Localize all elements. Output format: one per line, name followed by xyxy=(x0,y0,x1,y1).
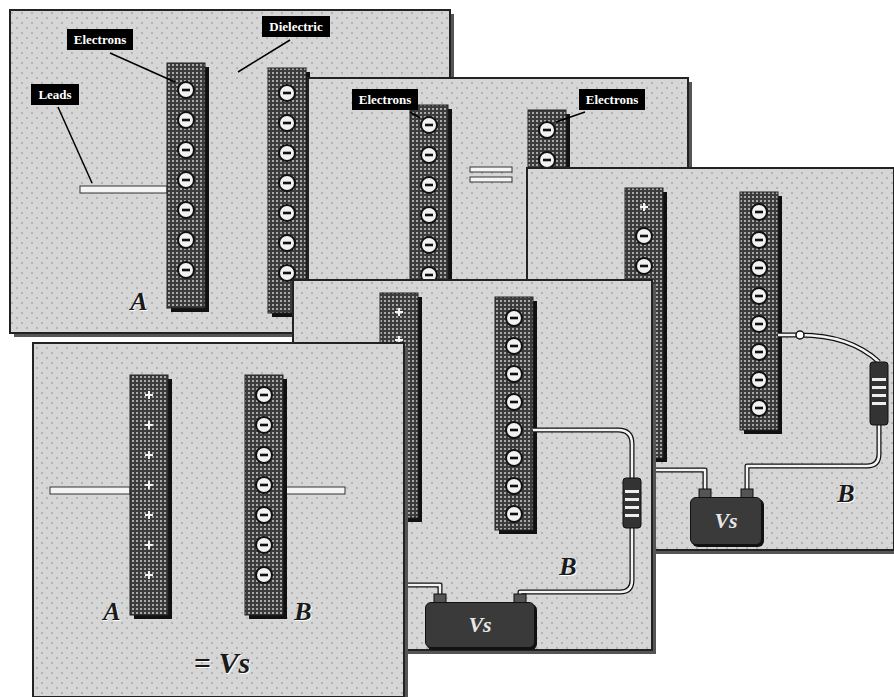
label-text: B xyxy=(837,480,854,508)
node-text: Vs xyxy=(714,508,737,534)
plate-label: A xyxy=(103,598,120,626)
node-text: Electrons xyxy=(586,92,638,107)
node-text: Dielectric xyxy=(269,19,322,34)
node-text: Electrons xyxy=(359,92,411,107)
battery-symbol: Vs xyxy=(690,497,762,545)
plate-label: = Vs xyxy=(194,647,250,679)
plate-label: A xyxy=(130,288,147,316)
node-text: Leads xyxy=(38,87,71,102)
battery-symbol: Vs xyxy=(425,602,535,648)
node-text: Electrons xyxy=(74,32,126,47)
plate-label: B xyxy=(294,598,311,626)
callout-box: Electrons xyxy=(579,89,645,110)
callout-box: Dielectric xyxy=(262,16,329,37)
panel-5 xyxy=(33,343,408,697)
plate-label: B xyxy=(837,480,854,508)
plate-label: B xyxy=(559,553,576,581)
callout-box: Leads xyxy=(31,84,78,105)
label-text: A xyxy=(103,598,120,626)
label-text: B xyxy=(559,553,576,581)
node-text: Vs xyxy=(468,612,491,638)
label-text: B xyxy=(294,598,311,626)
label-text: = Vs xyxy=(194,647,250,679)
callout-box: Electrons xyxy=(67,29,133,50)
callout-box: Electrons xyxy=(352,89,418,110)
label-text: A xyxy=(130,288,147,316)
